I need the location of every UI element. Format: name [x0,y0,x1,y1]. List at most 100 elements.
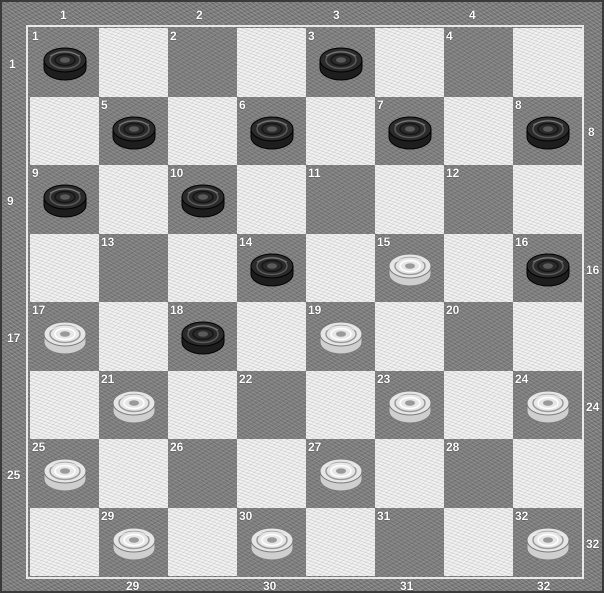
board-square-15[interactable]: 15 [375,234,444,303]
black-checker-piece[interactable] [525,250,571,288]
black-checker-piece[interactable] [525,113,571,151]
board-square-9[interactable]: 9 [30,165,99,234]
board-square-light [237,439,306,508]
right-edge-label: 16 [586,264,599,276]
white-checker-piece[interactable] [318,455,364,493]
bottom-edge-label: 29 [126,580,139,592]
board-square-21[interactable]: 21 [99,371,168,440]
board-square-light [375,439,444,508]
square-number: 21 [101,373,114,385]
square-number: 1 [32,30,39,42]
board-square-11[interactable]: 11 [306,165,375,234]
bottom-edge-label: 31 [400,580,413,592]
square-number: 23 [377,373,390,385]
board-square-2[interactable]: 2 [168,28,237,97]
bottom-edge-label: 30 [263,580,276,592]
square-number: 18 [170,304,183,316]
square-number: 30 [239,510,252,522]
board-square-32[interactable]: 32 [513,508,582,577]
square-number: 5 [101,99,108,111]
black-checker-piece[interactable] [387,113,433,151]
board-square-light [513,28,582,97]
white-checker-piece[interactable] [111,524,157,562]
board-square-29[interactable]: 29 [99,508,168,577]
board-square-23[interactable]: 23 [375,371,444,440]
square-number: 6 [239,99,246,111]
board-square-light [375,302,444,371]
left-edge-label: 25 [7,469,20,481]
board-square-1[interactable]: 1 [30,28,99,97]
white-checker-piece[interactable] [42,455,88,493]
board-square-26[interactable]: 26 [168,439,237,508]
board-square-20[interactable]: 20 [444,302,513,371]
top-edge-label: 3 [333,9,340,21]
white-checker-piece[interactable] [42,318,88,356]
square-number: 15 [377,236,390,248]
board-square-light [168,508,237,577]
board-square-12[interactable]: 12 [444,165,513,234]
white-checker-piece[interactable] [525,387,571,425]
board-square-28[interactable]: 28 [444,439,513,508]
square-number: 12 [446,167,459,179]
board-square-7[interactable]: 7 [375,97,444,166]
board-square-16[interactable]: 16 [513,234,582,303]
board-square-10[interactable]: 10 [168,165,237,234]
board-square-light [30,371,99,440]
board-square-light [444,234,513,303]
board-square-light [513,165,582,234]
board-square-25[interactable]: 25 [30,439,99,508]
board-square-5[interactable]: 5 [99,97,168,166]
black-checker-piece[interactable] [249,113,295,151]
board-square-22[interactable]: 22 [237,371,306,440]
black-checker-piece[interactable] [42,181,88,219]
board-square-31[interactable]: 31 [375,508,444,577]
board-square-30[interactable]: 30 [237,508,306,577]
board-square-light [99,302,168,371]
board-square-4[interactable]: 4 [444,28,513,97]
board-square-light [30,97,99,166]
black-checker-piece[interactable] [249,250,295,288]
top-edge-label: 1 [60,9,67,21]
square-number: 14 [239,236,252,248]
black-checker-piece[interactable] [180,318,226,356]
board-square-18[interactable]: 18 [168,302,237,371]
top-edge-label: 2 [196,9,203,21]
white-checker-piece[interactable] [387,387,433,425]
board-square-light [513,302,582,371]
black-checker-piece[interactable] [111,113,157,151]
board-square-light [99,165,168,234]
black-checker-piece[interactable] [42,44,88,82]
board-square-27[interactable]: 27 [306,439,375,508]
board-square-light [444,371,513,440]
board-square-light [237,302,306,371]
black-checker-piece[interactable] [318,44,364,82]
board-square-light [306,234,375,303]
board-square-3[interactable]: 3 [306,28,375,97]
board-square-light [306,97,375,166]
board-square-light [375,28,444,97]
square-number: 29 [101,510,114,522]
square-number: 16 [515,236,528,248]
white-checker-piece[interactable] [111,387,157,425]
square-number: 20 [446,304,459,316]
board-square-24[interactable]: 24 [513,371,582,440]
board-square-14[interactable]: 14 [237,234,306,303]
white-checker-piece[interactable] [318,318,364,356]
board-square-light [168,97,237,166]
board-square-17[interactable]: 17 [30,302,99,371]
board-square-6[interactable]: 6 [237,97,306,166]
white-checker-piece[interactable] [249,524,295,562]
board-square-8[interactable]: 8 [513,97,582,166]
white-checker-piece[interactable] [525,524,571,562]
board-square-19[interactable]: 19 [306,302,375,371]
board-square-13[interactable]: 13 [99,234,168,303]
white-checker-piece[interactable] [387,250,433,288]
bottom-edge-label: 32 [537,580,550,592]
board-square-light [30,234,99,303]
square-number: 13 [101,236,114,248]
square-number: 4 [446,30,453,42]
black-checker-piece[interactable] [180,181,226,219]
square-number: 2 [170,30,177,42]
